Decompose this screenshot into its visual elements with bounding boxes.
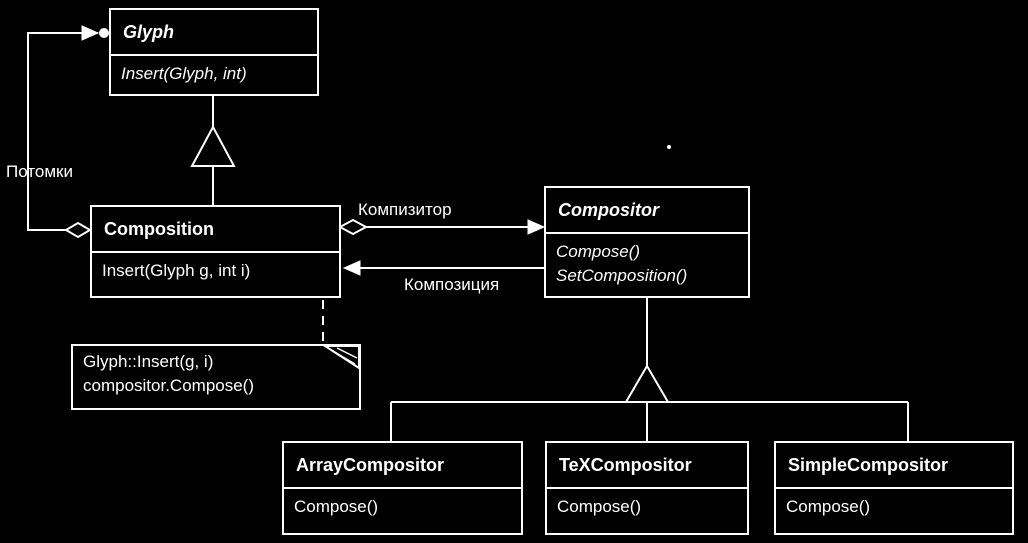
- class-simple-compositor: SimpleCompositor Compose(): [774, 441, 1014, 535]
- children-arrowhead: [81, 25, 100, 41]
- class-glyph-operations: Insert(Glyph, int): [111, 56, 317, 86]
- class-array-compositor: ArrayCompositor Compose(): [282, 441, 523, 535]
- class-tex-compositor: TeXCompositor Compose(): [545, 441, 749, 535]
- operation: Compose(): [556, 242, 641, 261]
- class-composition-operations: Insert(Glyph g, int i): [92, 253, 339, 283]
- class-glyph-name: Glyph: [111, 10, 317, 56]
- note-line: compositor.Compose(): [83, 376, 255, 395]
- class-composition: Composition Insert(Glyph g, int i): [90, 205, 341, 298]
- compositor-label: Компизитор: [358, 200, 452, 219]
- class-composition-name: Composition: [92, 207, 339, 253]
- class-simple-compositor-name: SimpleCompositor: [776, 443, 1012, 489]
- class-compositor: Compositor Compose() SetComposition(): [544, 186, 750, 298]
- children-label: Потомки: [6, 162, 73, 181]
- composition-inheritance-triangle: [190, 124, 236, 167]
- class-simple-compositor-operations: Compose(): [776, 489, 1012, 519]
- children-end-dot: [99, 28, 109, 38]
- children-aggregation-line: [27, 32, 98, 231]
- class-array-compositor-operations: Compose(): [284, 489, 521, 519]
- children-aggregation-diamond: [64, 221, 92, 239]
- compositor-inheritance-triangle: [624, 364, 670, 403]
- operation: Compose(): [294, 497, 379, 516]
- class-array-compositor-name: ArrayCompositor: [284, 443, 521, 489]
- operation: Compose(): [557, 497, 642, 516]
- operation: SetComposition(): [556, 266, 688, 285]
- class-compositor-operations: Compose() SetComposition(): [546, 234, 748, 288]
- operation: Compose(): [786, 497, 871, 516]
- class-glyph: Glyph Insert(Glyph, int): [109, 8, 319, 96]
- note-fold-corner: [321, 345, 360, 370]
- operation: Insert(Glyph, int): [121, 64, 247, 83]
- class-compositor-name: Compositor: [546, 188, 748, 234]
- operation: Insert(Glyph g, int i): [102, 261, 251, 280]
- class-tex-compositor-operations: Compose(): [547, 489, 747, 519]
- class-tex-compositor-name: TeXCompositor: [547, 443, 747, 489]
- implementation-note: Glyph::Insert(g, i) compositor.Compose(): [71, 344, 361, 410]
- composition-label: Композиция: [404, 275, 500, 294]
- note-line: Glyph::Insert(g, i): [83, 352, 214, 371]
- speck-dot: [667, 145, 671, 149]
- compositor-arrowhead: [527, 219, 546, 235]
- compositor-association-diamond: [337, 218, 369, 236]
- composition-arrowhead: [342, 260, 361, 276]
